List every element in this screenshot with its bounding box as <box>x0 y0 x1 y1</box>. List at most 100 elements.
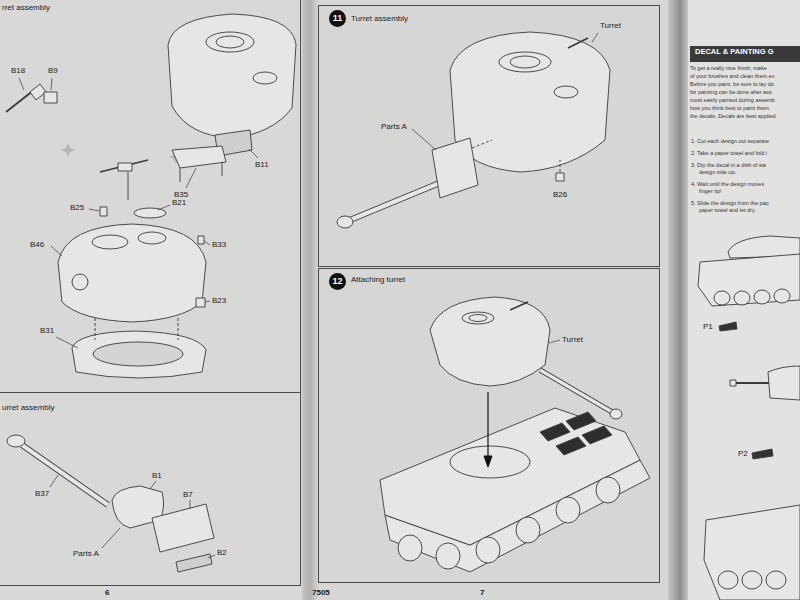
assembly-arrow <box>487 392 488 460</box>
leader-line <box>249 149 258 158</box>
turret-part <box>432 138 478 198</box>
turret-part <box>337 32 610 228</box>
step-panel: Turret assembly 11 <box>318 5 660 267</box>
turret-part <box>222 162 223 176</box>
step-title: Turret assembly <box>351 14 408 23</box>
turret-part <box>172 146 226 168</box>
tank-hull <box>556 497 580 523</box>
paper <box>318 0 668 600</box>
turret-part <box>168 14 296 138</box>
turret-part <box>100 207 107 216</box>
tank-side-view <box>766 571 786 589</box>
step-number: 11 <box>329 10 346 27</box>
turret-part <box>178 318 179 340</box>
leader-line <box>102 528 120 548</box>
step-number-text: 12 <box>329 273 346 290</box>
leader-line <box>208 555 215 558</box>
part-number: B25 <box>70 203 84 212</box>
leader-line <box>549 340 560 343</box>
leader-line <box>50 475 215 558</box>
part-number: B37 <box>35 489 49 498</box>
turret-part <box>568 38 588 48</box>
part-number: B33 <box>212 240 226 249</box>
part-number: Turret <box>600 21 621 30</box>
instruction-text: To get a really nice finish, make <box>690 65 767 71</box>
part-number: B18 <box>11 66 25 75</box>
turret-part <box>554 86 578 98</box>
turret-part <box>430 297 622 419</box>
gun-barrel-part <box>22 445 108 505</box>
tank-hull <box>398 535 422 561</box>
instruction-text: finger tip! <box>699 188 722 194</box>
leader-line <box>412 129 436 150</box>
part-number: B26 <box>553 190 567 199</box>
tank-side-view <box>742 571 762 589</box>
part-number: B31 <box>40 326 54 335</box>
gun-barrel-part <box>7 435 25 447</box>
turret-part <box>253 72 277 84</box>
machine-gun-part <box>6 90 34 112</box>
step-title: Attaching turret <box>351 275 405 284</box>
instruction-text: Before you paint, be sure to lay do <box>690 81 774 87</box>
turret-part <box>138 232 166 244</box>
turret-part <box>72 331 206 378</box>
paper <box>688 0 800 600</box>
leader-line <box>204 241 210 245</box>
turret-part <box>540 370 612 412</box>
turret-part <box>198 236 204 244</box>
turret-part <box>450 32 610 172</box>
turret-part <box>469 315 487 322</box>
instruction-text: 5. Slide the design from the pap <box>691 200 769 206</box>
tank-side-view <box>752 449 773 459</box>
instruction-text: the decals. Decals are best applied <box>690 113 776 119</box>
turret-part <box>92 235 128 249</box>
turret-part <box>128 172 129 200</box>
tank-side-view <box>698 254 800 306</box>
gun-barrel-part <box>7 435 214 572</box>
tank-hull <box>556 437 586 455</box>
part-number: B46 <box>30 240 44 249</box>
tank-side-view <box>730 380 736 386</box>
leader-line <box>549 340 560 343</box>
tank-hull <box>450 446 530 478</box>
turret-part <box>350 182 442 220</box>
turret-part <box>95 318 96 340</box>
instruction-text: 3. Dip the decal in a dish of wa <box>691 162 766 168</box>
step-number: 12 <box>329 273 346 290</box>
tank-hull <box>516 517 540 543</box>
paper <box>302 0 318 600</box>
gun-barrel-part <box>176 554 212 572</box>
tank-hull <box>566 412 596 430</box>
turret-part <box>560 160 561 172</box>
tank-hull <box>596 477 620 503</box>
part-number: B11 <box>255 160 269 169</box>
part-number: B9 <box>48 66 58 75</box>
tank-side-view <box>718 571 738 589</box>
leader-line <box>89 209 99 211</box>
instruction-text: design side up. <box>699 169 736 175</box>
part-number: B7 <box>183 490 193 499</box>
turret-part <box>118 163 132 171</box>
turret-part <box>93 342 183 366</box>
tank-side-view <box>698 236 800 600</box>
turret-part <box>72 274 88 290</box>
turret-part <box>540 370 612 412</box>
page-number: 7 <box>480 588 484 597</box>
section-header: DECAL & PAINTING G <box>690 46 800 62</box>
turret-part <box>196 298 205 307</box>
turret-part <box>337 216 353 228</box>
turret-part <box>430 297 550 386</box>
turret-part <box>462 312 494 324</box>
section-title: DECAL & PAINTING G <box>695 48 773 57</box>
assembly-arrow <box>484 392 492 467</box>
turret-part <box>510 56 540 68</box>
step-circle <box>329 10 346 27</box>
instruction-text: for painting can be done after ass <box>690 89 772 95</box>
tank-hull <box>436 543 460 569</box>
page-number: 6 <box>105 588 109 597</box>
part-number: B21 <box>172 198 186 207</box>
decor-star <box>61 143 183 164</box>
leader-line <box>150 481 156 489</box>
leader-line <box>158 205 170 210</box>
